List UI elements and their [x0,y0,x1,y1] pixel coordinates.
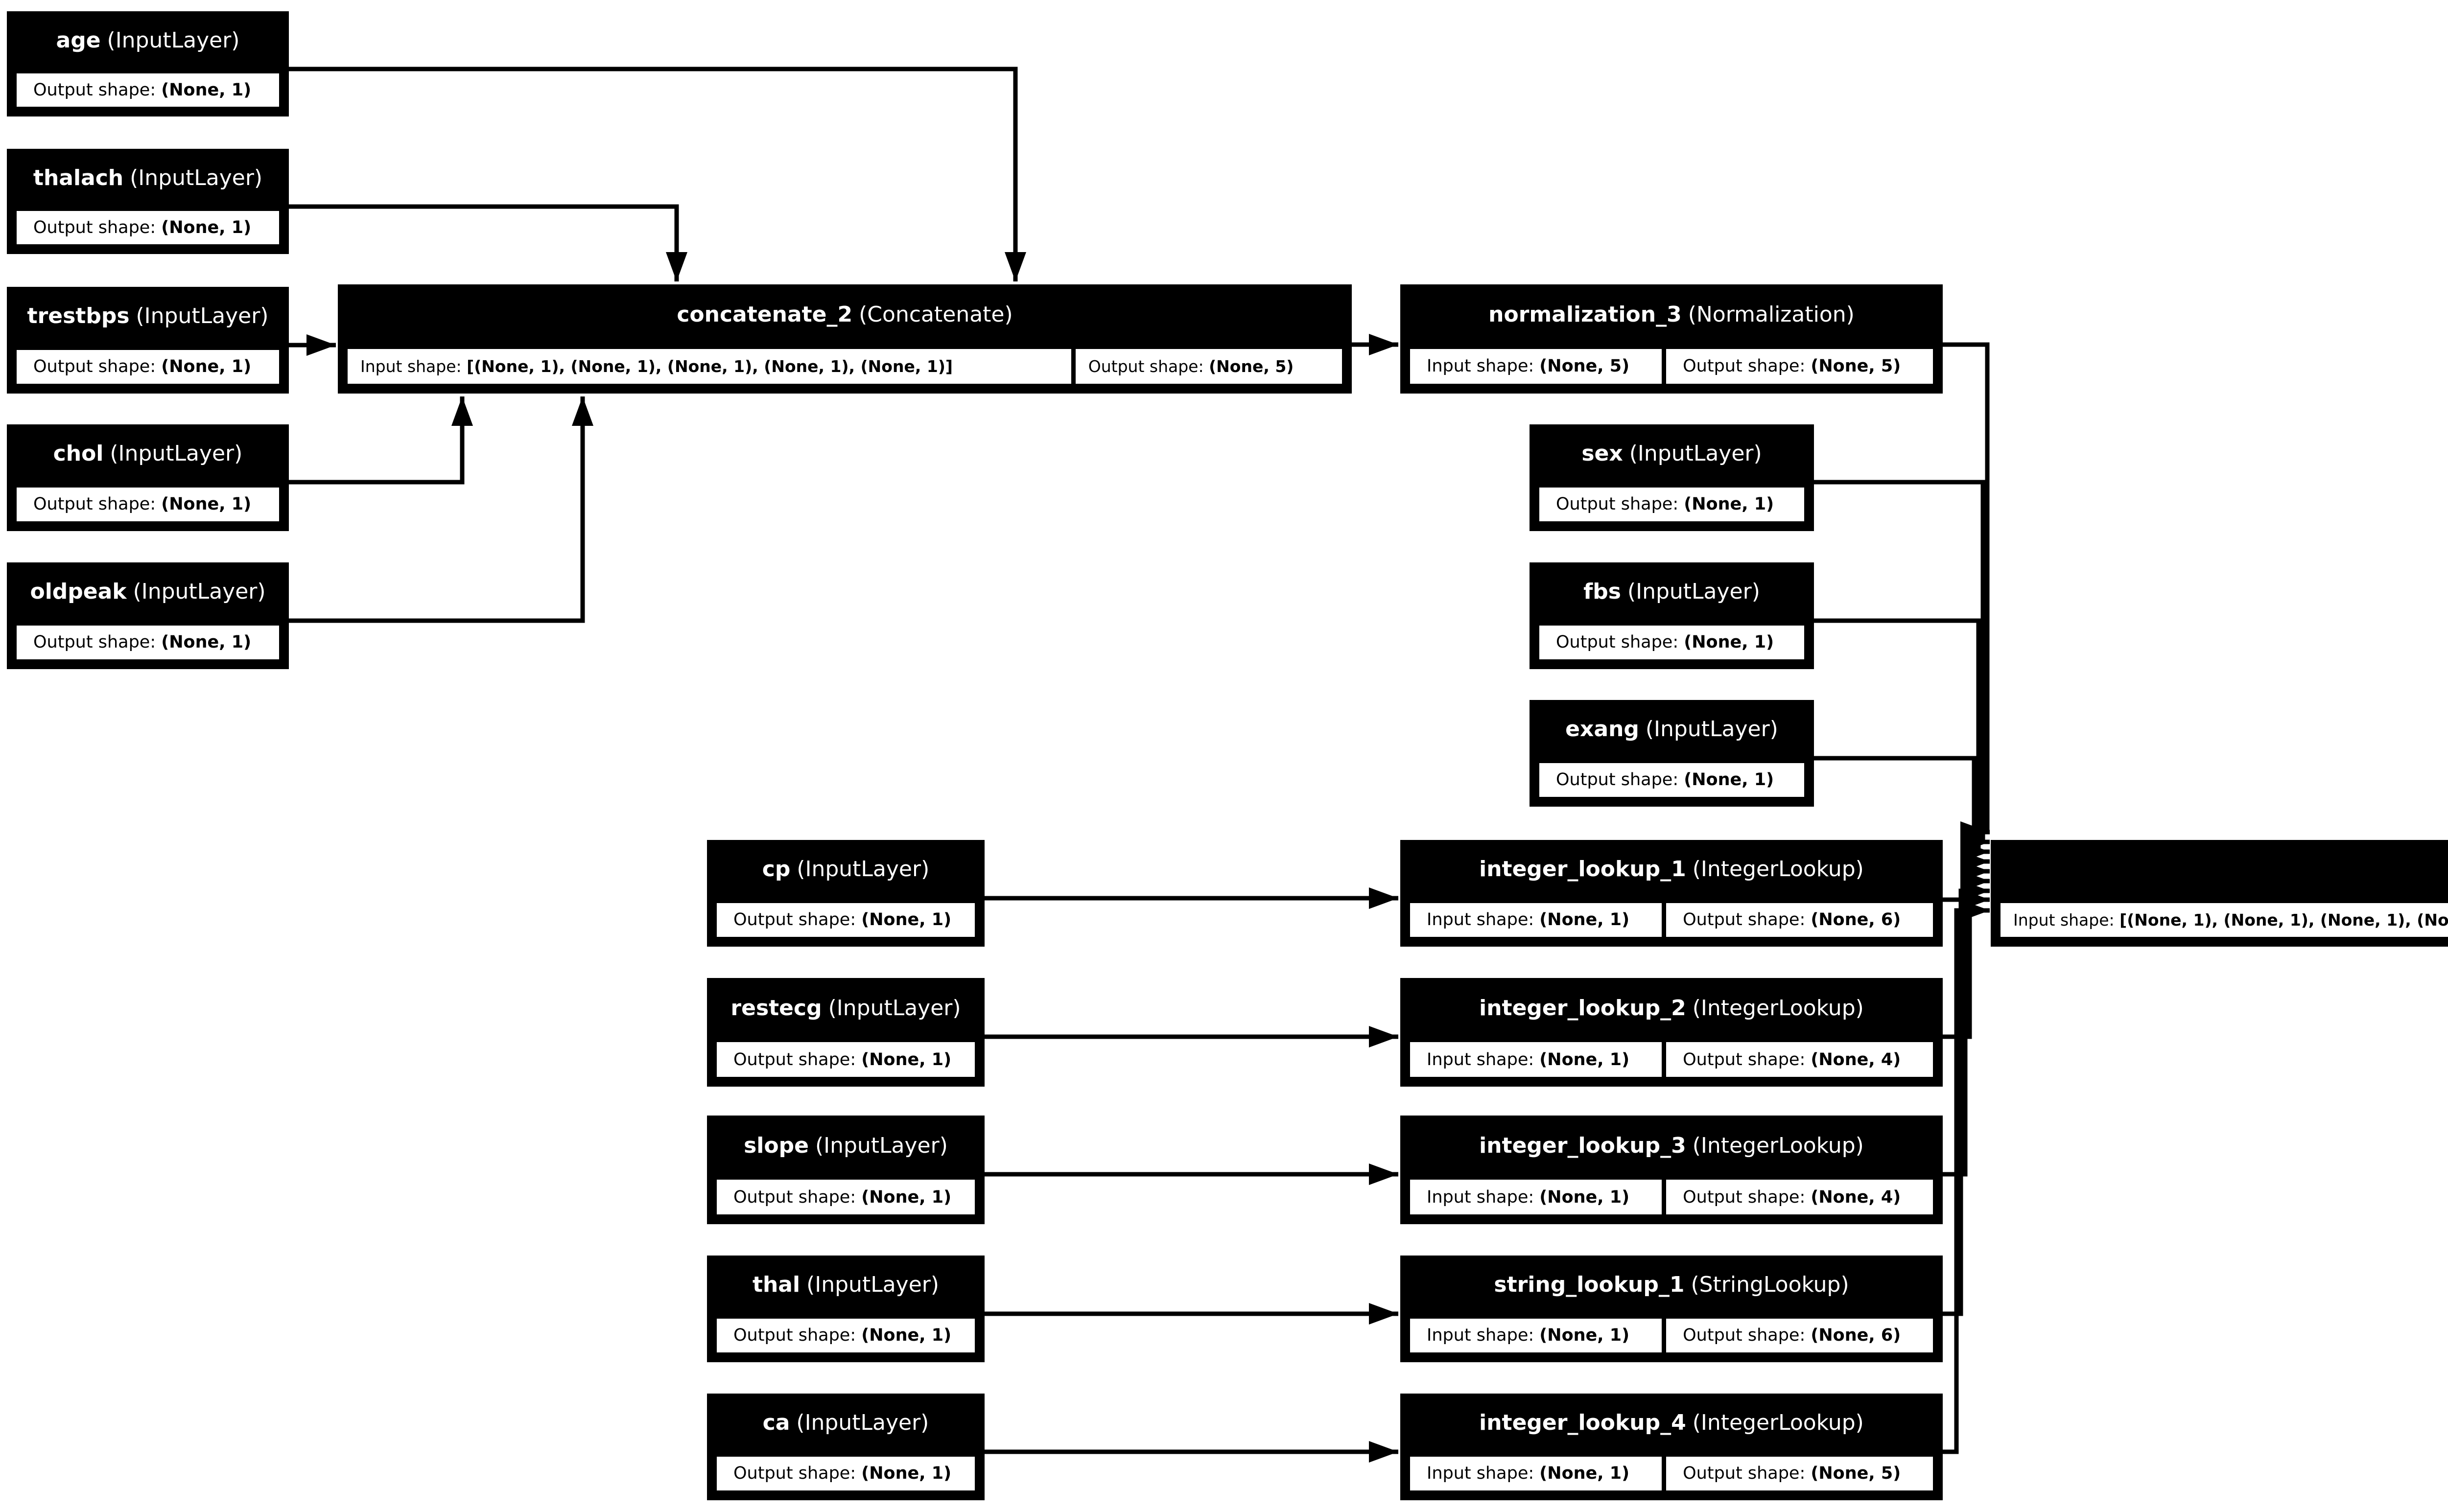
edge-oldpeak-to-concatenate_2 [289,396,593,623]
node-title: thal(InputLayer) [752,1272,940,1298]
output-shape-cell: Output shape: (None, 1) [712,898,979,941]
node-fbs: fbs(InputLayer) Output shape: (None, 1) [1530,562,1814,669]
node-title: trestbps(InputLayer) [27,303,269,329]
edge-chol-to-concatenate_2 [289,396,473,485]
input-shape-cell: Input shape: (None, 1) [1406,1452,1667,1495]
node-exang: exang(InputLayer) Output shape: (None, 1… [1530,700,1814,807]
node-chol: chol(InputLayer) Output shape: (None, 1) [7,424,289,531]
node-cp: cp(InputLayer) Output shape: (None, 1) [707,840,985,947]
node-title: integer_lookup_1(IntegerLookup) [1479,857,1864,882]
output-shape-cell: Output shape: (None, 1) [12,207,283,249]
node-title: age(InputLayer) [56,27,240,53]
node-title: integer_lookup_4(IntegerLookup) [1479,1410,1864,1436]
input-shape-cell: Input shape: [(None, 1), (None, 1), (Non… [1996,898,2448,941]
input-shape-cell: Input shape: (None, 1) [1406,1038,1667,1081]
node-age: age(InputLayer) Output shape: (None, 1) [7,11,289,116]
output-shape-cell: Output shape: (None, 5) [1662,344,1937,388]
output-shape-cell: Output shape: (None, 1) [12,345,283,388]
node-oldpeak: oldpeak(InputLayer) Output shape: (None,… [7,562,289,669]
input-shape-cell: Input shape: (None, 5) [1406,344,1667,388]
output-shape-cell: Output shape: (None, 5) [1071,344,1346,388]
edge-sex-to-concatenate_3 [1814,480,1990,853]
edge-thalach-to-concatenate_2 [289,204,687,281]
input-shape-cell: Input shape: (None, 1) [1406,898,1667,941]
node-title: concatenate_3(Concatenate) [1991,840,2448,899]
node-thalach: thalach(InputLayer) Output shape: (None,… [7,149,289,254]
node-title: ca(InputLayer) [762,1410,929,1436]
node-integer_lookup_1: integer_lookup_1(IntegerLookup) Input sh… [1400,840,1943,947]
node-ca: ca(InputLayer) Output shape: (None, 1) [707,1394,985,1500]
node-title: fbs(InputLayer) [1583,579,1760,605]
node-thal: thal(InputLayer) Output shape: (None, 1) [707,1256,985,1362]
output-shape-cell: Output shape: (None, 5) [1662,1452,1937,1495]
input-shape-cell: Input shape: [(None, 1), (None, 1), (Non… [343,344,1076,388]
output-shape-cell: Output shape: (None, 4) [1662,1175,1937,1219]
node-title: oldpeak(InputLayer) [30,579,266,605]
edge-integer_lookup_3-to-concatenate_3 [1943,870,1990,1177]
output-shape-cell: Output shape: (None, 1) [1535,621,1809,664]
output-shape-cell: Output shape: (None, 1) [12,483,283,526]
output-shape-cell: Output shape: (None, 4) [1662,1038,1937,1081]
node-title: string_lookup_1(StringLookup) [1494,1272,1849,1298]
output-shape-cell: Output shape: (None, 6) [1662,1314,1937,1357]
input-shape-cell: Input shape: (None, 1) [1406,1314,1667,1357]
node-title: thalach(InputLayer) [33,165,263,190]
node-integer_lookup_4: integer_lookup_4(IntegerLookup) Input sh… [1400,1394,1943,1500]
edge-integer_lookup_4-to-concatenate_3 [1943,900,1990,1454]
node-trestbps: trestbps(InputLayer) Output shape: (None… [7,287,289,394]
output-shape-cell: Output shape: (None, 1) [1535,758,1809,801]
node-title: slope(InputLayer) [744,1133,948,1158]
node-normalization_3: normalization_3(Normalization) Input sha… [1400,284,1943,394]
edge-age-to-concatenate_2 [289,67,1026,281]
node-string_lookup_1: string_lookup_1(StringLookup) Input shap… [1400,1256,1943,1362]
node-title: restecg(InputLayer) [730,995,961,1021]
node-integer_lookup_3: integer_lookup_3(IntegerLookup) Input sh… [1400,1116,1943,1224]
node-slope: slope(InputLayer) Output shape: (None, 1… [707,1116,985,1224]
node-title: exang(InputLayer) [1565,717,1778,742]
output-shape-cell: Output shape: (None, 1) [1535,483,1809,526]
node-concatenate_3: concatenate_3(Concatenate) Input shape: … [1991,840,2448,947]
node-title: chol(InputLayer) [53,441,243,466]
node-title: cp(InputLayer) [762,857,930,882]
output-shape-cell: Output shape: (None, 1) [712,1038,979,1081]
node-sex: sex(InputLayer) Output shape: (None, 1) [1530,424,1814,531]
input-shape-cell: Input shape: (None, 1) [1406,1175,1667,1219]
edge-string_lookup_1-to-concatenate_3 [1943,880,1990,1316]
output-shape-cell: Output shape: (None, 1) [712,1175,979,1219]
edge-fbs-to-concatenate_3 [1814,618,1990,862]
node-title: concatenate_2(Concatenate) [677,302,1013,327]
output-shape-cell: Output shape: (None, 1) [712,1314,979,1357]
node-title: integer_lookup_3(IntegerLookup) [1479,1133,1864,1158]
output-shape-cell: Output shape: (None, 6) [1662,898,1937,941]
node-concatenate_2: concatenate_2(Concatenate) Input shape: … [338,284,1352,394]
node-integer_lookup_2: integer_lookup_2(IntegerLookup) Input sh… [1400,978,1943,1087]
node-title: normalization_3(Normalization) [1488,302,1855,327]
output-shape-cell: Output shape: (None, 1) [12,621,283,664]
node-title: sex(InputLayer) [1581,441,1762,466]
output-shape-cell: Output shape: (None, 1) [12,69,283,111]
output-shape-cell: Output shape: (None, 1) [712,1452,979,1495]
node-restecg: restecg(InputLayer) Output shape: (None,… [707,978,985,1087]
node-title: integer_lookup_2(IntegerLookup) [1479,995,1864,1021]
